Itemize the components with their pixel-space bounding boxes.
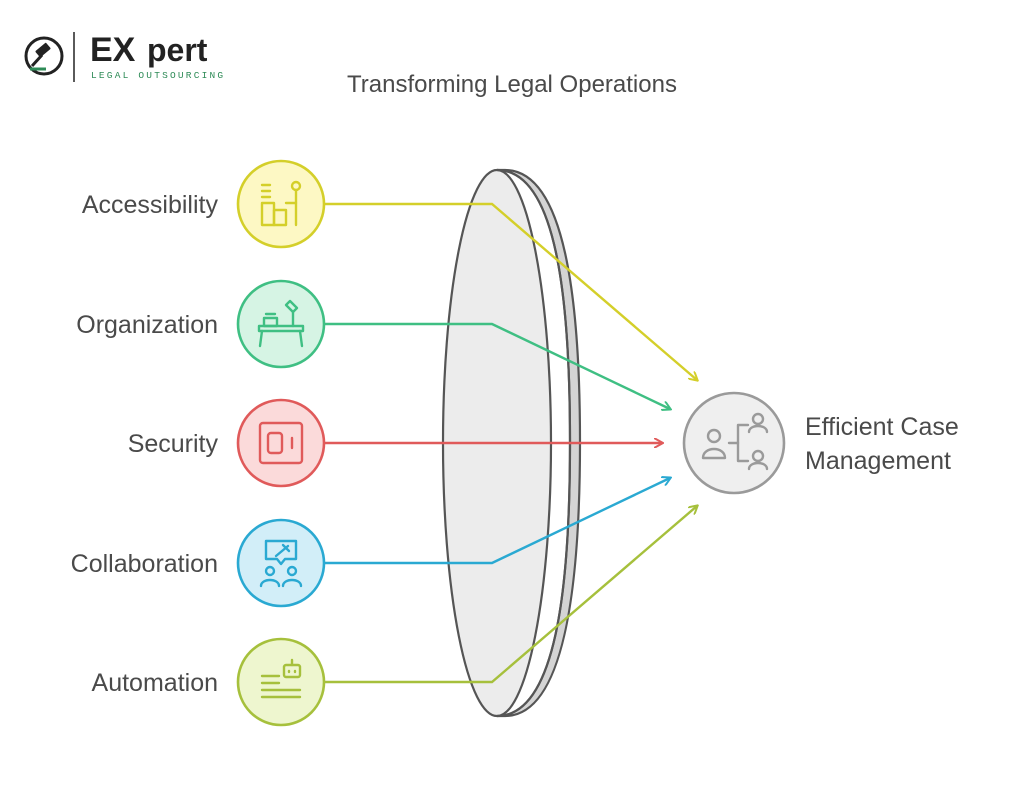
connector-organization <box>325 322 670 409</box>
label-accessibility: Accessibility <box>82 191 219 219</box>
diagram-title: Transforming Legal Operations <box>347 71 677 98</box>
node-accessibility <box>236 159 326 249</box>
label-collaboration: Collaboration <box>71 550 218 578</box>
node-automation <box>236 637 326 727</box>
gavel-badge-icon <box>24 36 64 76</box>
node-security <box>236 398 326 488</box>
label-organization: Organization <box>76 311 218 339</box>
output-label-line2: Management <box>805 447 951 475</box>
company-logo: EX pert LEGAL OUTSOURCING <box>24 31 225 82</box>
connector-collaboration <box>325 478 670 565</box>
label-security: Security <box>128 430 219 458</box>
logo-brand-pert: pert <box>147 32 208 68</box>
node-efficient-case-management <box>682 391 786 495</box>
safe-icon <box>258 421 304 465</box>
connector-accessibility <box>325 202 697 380</box>
connectors <box>325 202 697 684</box>
label-automation: Automation <box>92 669 218 697</box>
node-organization <box>236 279 326 369</box>
org-chart-people-icon <box>701 412 769 471</box>
output-label-line1: Efficient Case <box>805 413 959 441</box>
node-collaboration <box>236 518 326 608</box>
logo-tagline: LEGAL OUTSOURCING <box>91 70 225 81</box>
connector-automation <box>325 506 697 684</box>
logo-brand-ex: EX <box>90 31 136 69</box>
desk-lamp-icon <box>260 180 302 227</box>
desk-icon <box>257 299 305 348</box>
robot-document-icon <box>260 658 302 699</box>
team-chat-icon <box>259 539 303 588</box>
